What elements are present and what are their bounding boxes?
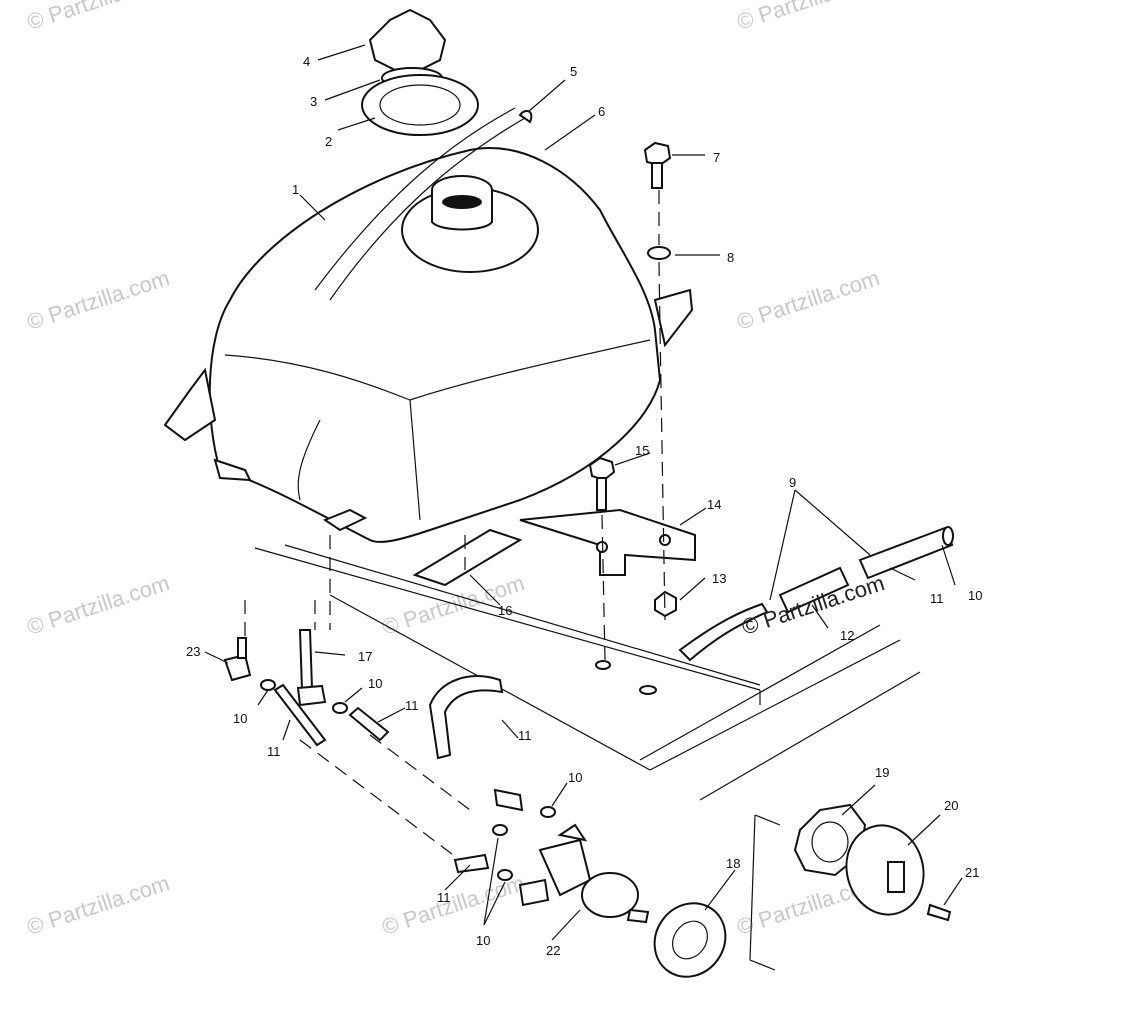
mount-bolt-upper (643, 141, 672, 331)
fuel-valve (223, 535, 650, 924)
callout-2: 2 (325, 134, 332, 149)
callout-11: 11 (267, 744, 281, 759)
callout-11: 11 (405, 698, 419, 713)
watermark: © Partzilla.com (24, 0, 173, 35)
callout-20: 20 (944, 798, 958, 813)
valve-knob (749, 803, 952, 971)
watermark: © Partzilla.com (24, 570, 173, 640)
callout-15: 15 (635, 443, 649, 458)
valve-gasket (653, 902, 727, 978)
callout-11: 11 (930, 591, 944, 606)
fuel-cap-assembly (361, 8, 479, 136)
callout-23: 23 (186, 644, 200, 659)
watermark: © Partzilla.com (734, 265, 883, 335)
callout-11: 11 (437, 890, 451, 905)
callout-1: 1 (292, 182, 299, 197)
callout-21: 21 (965, 865, 979, 880)
callout-6: 6 (598, 104, 605, 119)
callout-12: 12 (840, 628, 854, 643)
tank-pad (412, 528, 523, 587)
callout-labels: 1 2 3 4 5 6 7 8 9 10 10 10 10 10 11 11 1… (186, 54, 982, 958)
callout-18: 18 (726, 856, 740, 871)
watermark: © Partzilla.com (24, 870, 173, 940)
callout-11: 11 (518, 728, 532, 743)
callout-7: 7 (713, 150, 720, 165)
watermark: © Partzilla.com (24, 265, 173, 335)
callout-10: 10 (476, 933, 490, 948)
callout-22: 22 (546, 943, 560, 958)
callout-10: 10 (968, 588, 982, 603)
callout-3: 3 (310, 94, 317, 109)
callout-17: 17 (358, 649, 372, 664)
fuel-filter-line (678, 526, 954, 662)
fuel-tank (163, 107, 694, 543)
callout-9: 9 (789, 475, 796, 490)
callout-5: 5 (570, 64, 577, 79)
callout-10: 10 (568, 770, 582, 785)
mount-bracket (519, 329, 696, 695)
callout-14: 14 (707, 497, 721, 512)
watermark: © Partzilla.com (734, 0, 883, 35)
callout-16: 16 (498, 603, 512, 618)
callout-4: 4 (303, 54, 310, 69)
callout-10: 10 (233, 711, 247, 726)
callout-10: 10 (368, 676, 382, 691)
callout-19: 19 (875, 765, 889, 780)
leader-lines (204, 44, 963, 941)
callout-13: 13 (712, 571, 726, 586)
callout-8: 8 (727, 250, 734, 265)
